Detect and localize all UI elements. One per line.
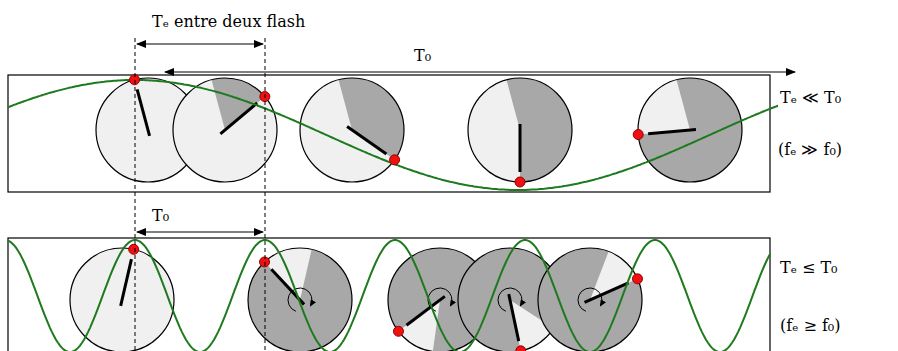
swept-sector — [339, 78, 404, 160]
dashed-line — [135, 38, 136, 351]
swept-sector — [638, 78, 742, 182]
disk — [638, 78, 742, 182]
disk — [248, 248, 352, 351]
rotation-arrow — [498, 288, 522, 311]
disk — [538, 248, 642, 351]
disk — [468, 78, 572, 182]
disk-hand — [137, 89, 149, 135]
flash-dot — [129, 244, 139, 254]
disk-hand — [648, 129, 696, 133]
period-arrow — [137, 231, 263, 232]
frequency-label: (fₑ ≥ f₀) — [778, 316, 843, 335]
disk-hand — [220, 103, 257, 134]
period-arrow — [137, 43, 263, 44]
disk-outline — [538, 248, 642, 351]
swept-sector — [507, 78, 573, 182]
period-label: T₀ — [412, 46, 433, 65]
condition-label: Tₑ ≤ T₀ — [778, 258, 840, 277]
rotation-arrow — [288, 288, 312, 311]
period-label: T₀ — [150, 206, 171, 225]
disk-hand — [406, 296, 444, 325]
disk-hand — [509, 294, 519, 341]
flash-dot — [393, 326, 403, 336]
flash-dot — [633, 274, 643, 284]
flash-dot — [633, 130, 643, 140]
disk-hand — [121, 259, 132, 306]
disk-outline — [468, 78, 572, 182]
frequency-label: (fₑ ≫ f₀) — [776, 140, 844, 159]
rotation-arrow — [578, 288, 602, 311]
flash-dot — [516, 346, 526, 351]
flash-dot — [515, 177, 525, 187]
sine-wave — [8, 240, 770, 351]
disk-hand — [519, 124, 522, 172]
disk-outline — [638, 78, 742, 182]
disk-outline — [248, 248, 352, 351]
flash-interval-label: Tₑ entre deux flash — [150, 12, 307, 31]
disk-hand — [347, 127, 386, 155]
top-band — [8, 75, 770, 192]
period-arrow — [165, 71, 795, 72]
bottom-band — [8, 238, 770, 351]
dashed-line — [265, 38, 266, 351]
sine-wave — [8, 80, 796, 190]
flash-dot — [390, 155, 400, 165]
swept-sector — [399, 300, 441, 351]
swept-sector — [538, 248, 642, 351]
condition-label: Tₑ ≪ T₀ — [778, 88, 843, 107]
